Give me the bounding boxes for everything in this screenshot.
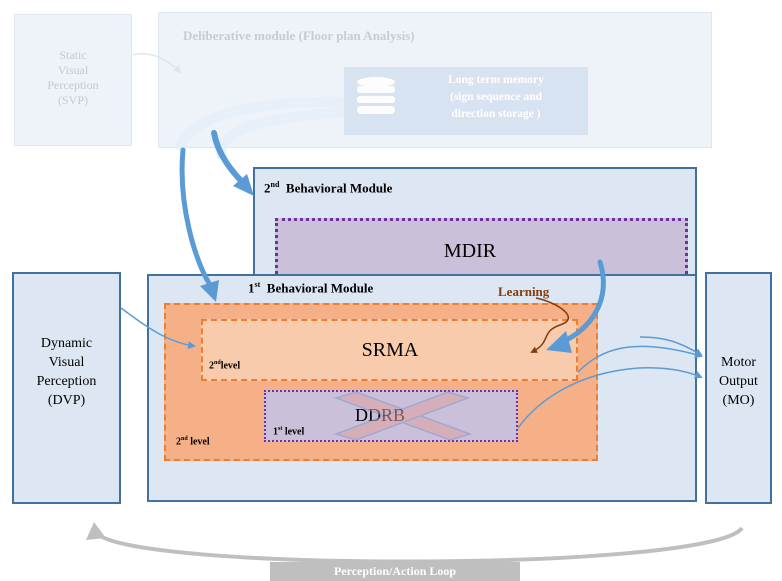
mdir-label: MDIR bbox=[443, 240, 497, 262]
srma-box bbox=[201, 319, 578, 381]
mo-box bbox=[705, 272, 772, 504]
perception-action-loop-arrowhead bbox=[86, 522, 106, 540]
perception-action-loop-box bbox=[270, 562, 520, 581]
ddrb-label: DDRB bbox=[354, 405, 405, 425]
dvp-box bbox=[12, 272, 121, 504]
perception-action-loop-arrow bbox=[94, 526, 744, 564]
learning-label: Learning bbox=[498, 284, 550, 299]
srma-label: SRMA bbox=[361, 339, 419, 361]
srma-level-label: 2ndlevel bbox=[209, 360, 241, 372]
behavioral-module-1-title: 1st Behavioral Module bbox=[248, 280, 374, 296]
memory-to-bm1-arrow bbox=[179, 147, 213, 288]
ddrb-level-label: 1st level bbox=[273, 426, 305, 438]
perception-action-loop-label: Perception/Action Loop bbox=[333, 564, 457, 578]
memory-to-bm2-arrowhead bbox=[233, 174, 254, 196]
svp-box bbox=[14, 14, 132, 146]
outer-level-label: 2nd level bbox=[176, 436, 210, 448]
behavioral-module-2-title: 2nd Behavioral Module bbox=[264, 180, 393, 196]
deliberative-module-title: Deliberative module (Floor plan Analysis… bbox=[183, 28, 415, 43]
